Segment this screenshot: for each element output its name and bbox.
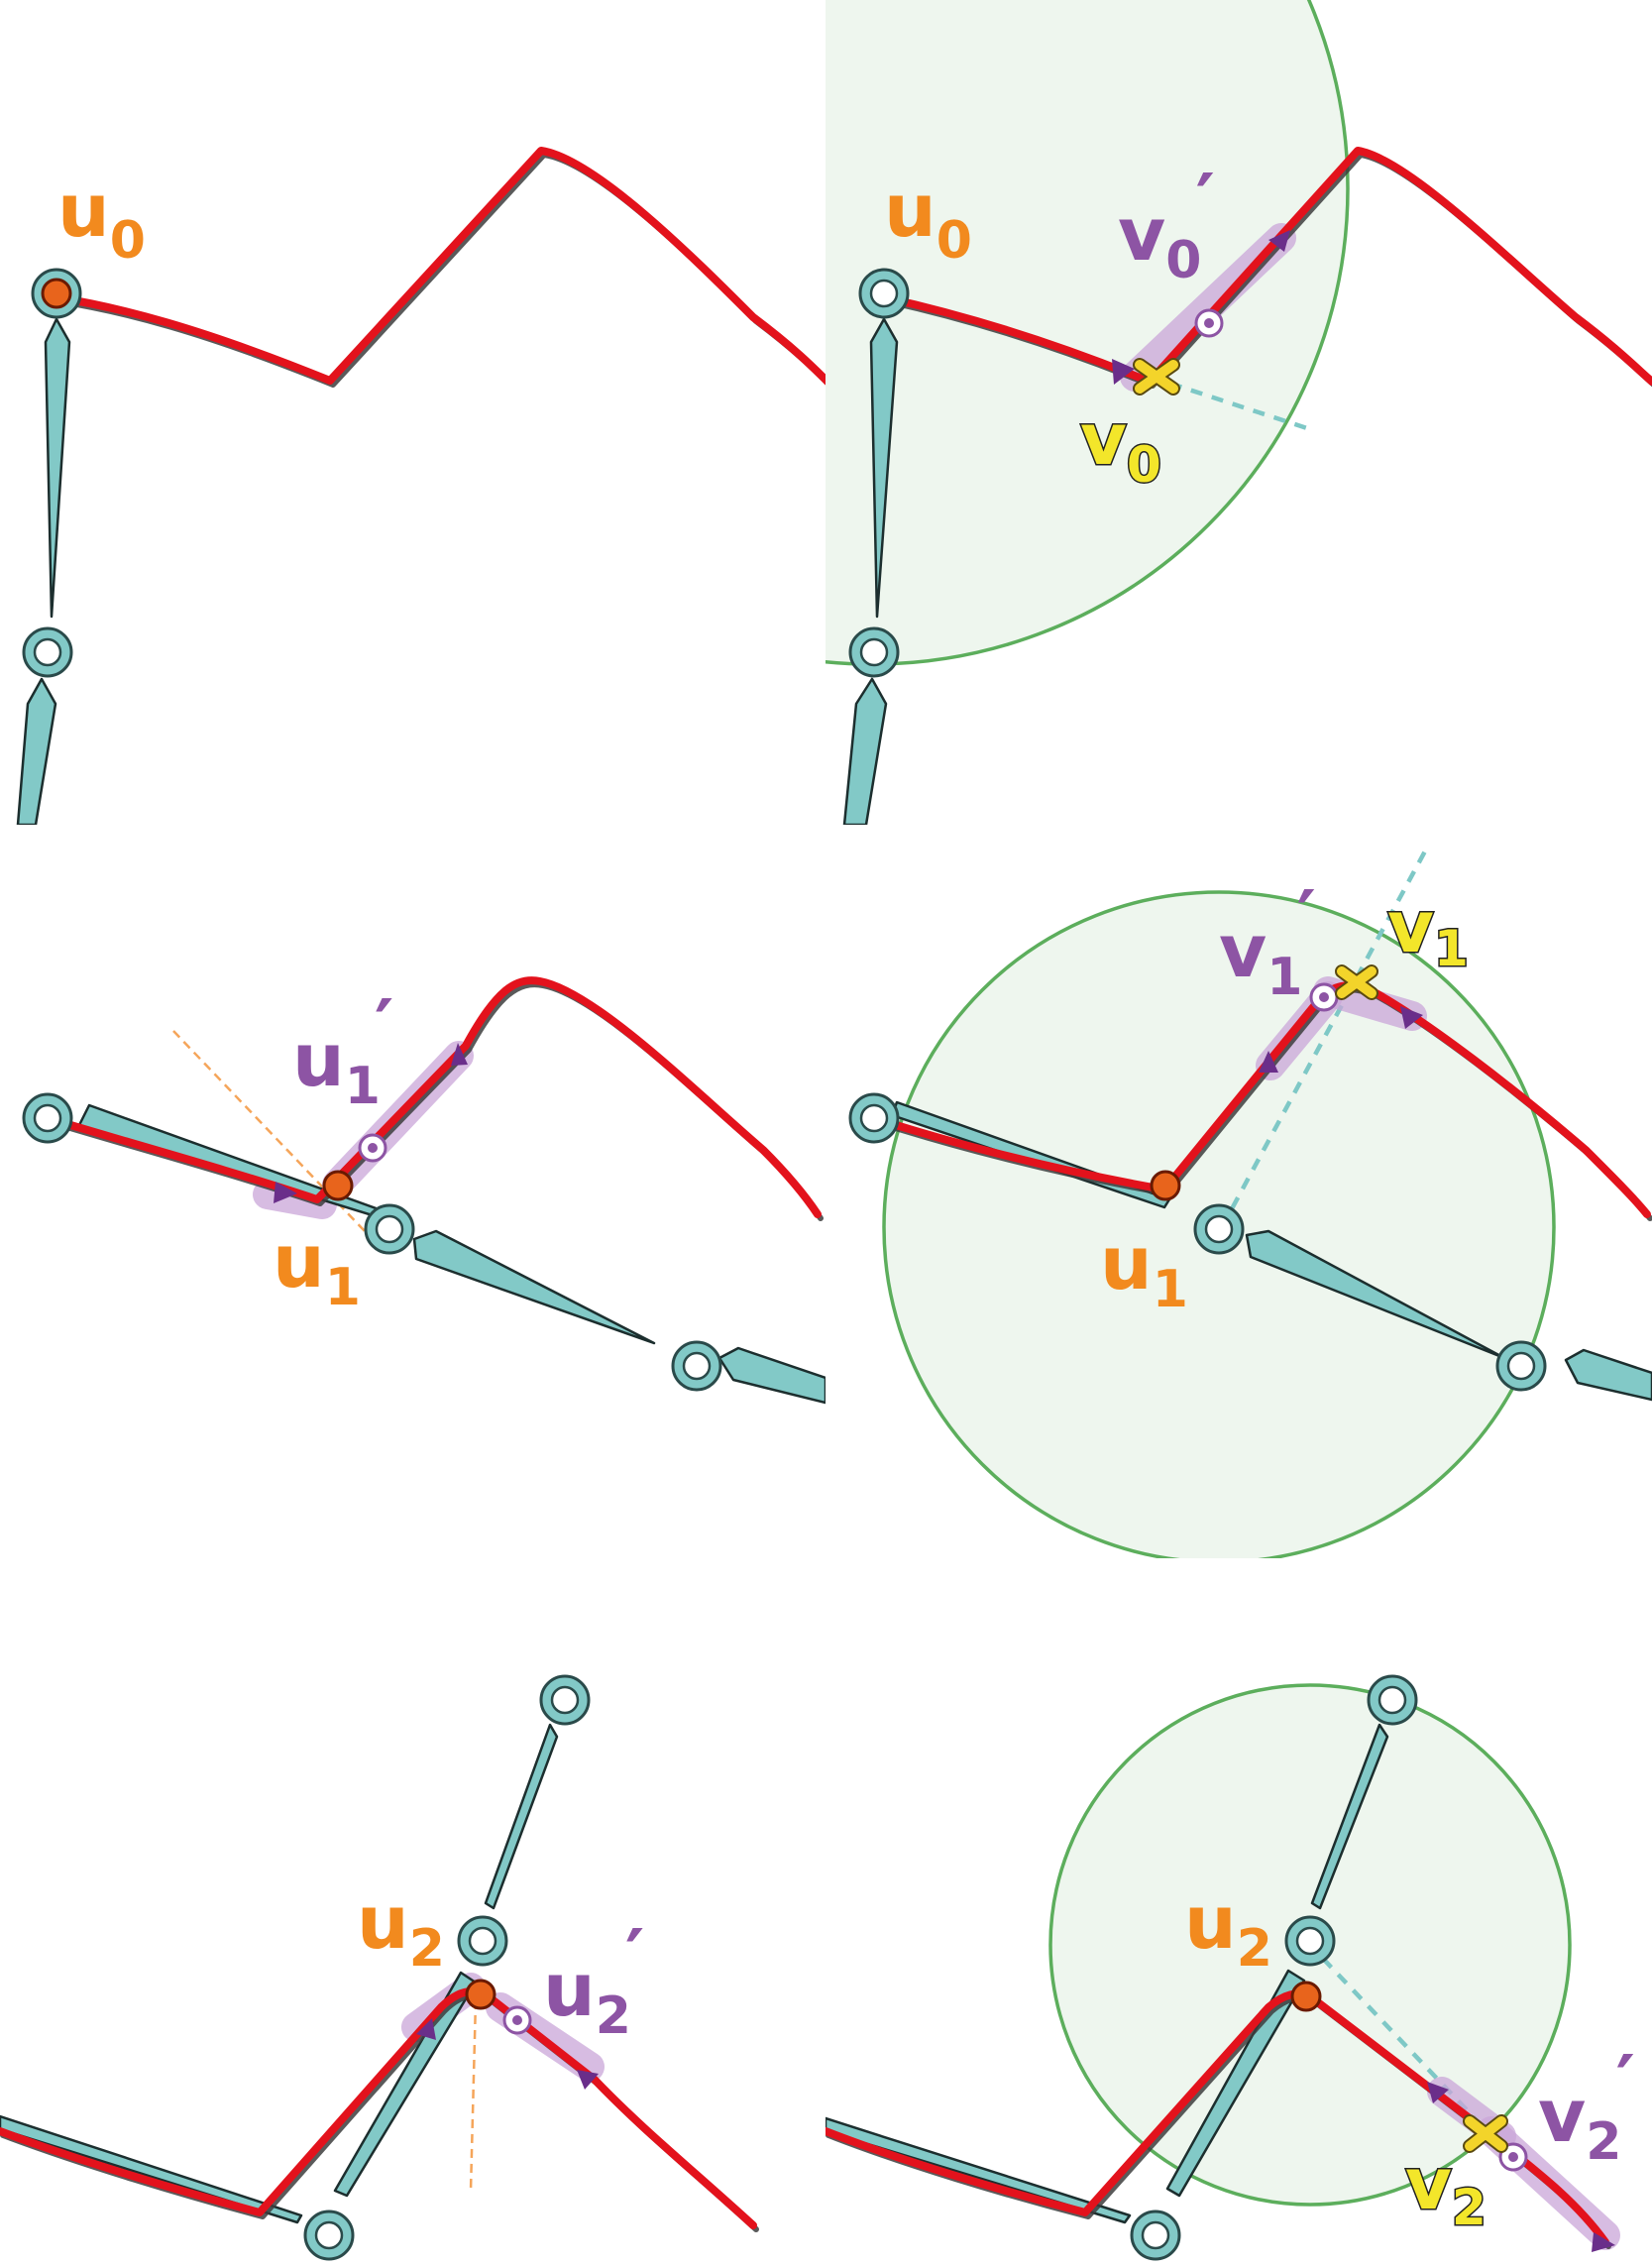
joint-center — [1377, 1685, 1407, 1715]
segment-arrow — [1268, 230, 1290, 252]
label-v0: v0 — [1080, 397, 1161, 494]
label-v0-prime: v0′ — [1118, 159, 1215, 290]
panel-middle-right: v1′ v1 u1 — [848, 846, 1652, 1558]
bone — [1564, 1348, 1652, 1402]
joint-center — [314, 2220, 344, 2250]
bone — [842, 677, 888, 825]
segment-arrow — [577, 2070, 599, 2090]
curve — [880, 147, 1652, 386]
end-effector — [1290, 1981, 1322, 2012]
label-v1-prime: v1′ — [1219, 875, 1316, 1007]
label-u2: u2 — [1184, 1880, 1272, 1979]
closest-point-cross — [1133, 358, 1180, 396]
label-u0: u0 — [57, 169, 146, 271]
segment-arrow — [1592, 2232, 1615, 2252]
projection-line — [172, 1030, 387, 1255]
bone — [412, 1229, 656, 1345]
label-v1: v1 — [1387, 885, 1469, 977]
joint-center — [33, 1103, 62, 1133]
joint-center — [1506, 1351, 1536, 1381]
label-u2: u2 — [357, 1880, 445, 1979]
end-effector — [1150, 1170, 1181, 1201]
curve — [44, 976, 822, 1218]
segment-arrow — [416, 2018, 436, 2040]
bone — [484, 1723, 559, 1910]
label-u1: u1 — [1100, 1221, 1188, 1319]
label-v2: v2 — [1405, 2142, 1487, 2236]
segment-arrow — [1112, 359, 1135, 385]
closest-point-cross — [1335, 964, 1378, 1000]
joint-center — [33, 637, 62, 667]
joint-center — [869, 279, 899, 308]
bone — [1310, 1723, 1389, 1910]
joint-center — [859, 637, 889, 667]
projection-line — [1220, 846, 1429, 1229]
joint-center — [1204, 1214, 1234, 1244]
joint-center — [859, 1103, 889, 1133]
panel-middle-left: u1′ u1 — [22, 976, 826, 1405]
joint-center — [468, 1926, 497, 1956]
bone — [869, 317, 899, 619]
joint-center — [550, 1685, 580, 1715]
bone — [333, 1971, 478, 2198]
label-u1-prime: u1′ — [292, 984, 393, 1116]
panel-top-left: u0 — [16, 147, 826, 825]
label-u0: u0 — [884, 169, 972, 271]
curve — [53, 147, 826, 386]
bone — [717, 1346, 826, 1405]
segment-arrow — [1259, 1051, 1278, 1073]
segment-arrow — [274, 1182, 297, 1203]
end-effector — [465, 1979, 496, 2010]
end-effector — [41, 278, 72, 309]
joint-center — [1295, 1926, 1325, 1956]
label-v2-prime: v2′ — [1538, 2040, 1635, 2172]
panel-top-right: u0 v0′ v0 — [826, 0, 1652, 825]
segment-arrow — [1400, 1006, 1423, 1029]
projection-line — [469, 1999, 478, 2192]
bone — [826, 2116, 1132, 2224]
label-u2-prime: u2′ — [543, 1914, 644, 2046]
bone — [1165, 1969, 1306, 2198]
label-u1: u1 — [273, 1219, 361, 1317]
curve — [826, 1989, 1609, 2246]
panel-bottom-right: u2 v2′ v2 — [826, 1674, 1635, 2261]
joint-center — [1141, 2220, 1170, 2250]
bone — [0, 2114, 303, 2224]
bone — [16, 677, 57, 825]
joint-center — [682, 1351, 712, 1381]
end-effector — [322, 1170, 354, 1201]
segment-arrow — [1427, 2082, 1449, 2103]
closest-point-cross — [1463, 2114, 1508, 2153]
panel-bottom-left: u2 u2′ — [0, 1674, 759, 2261]
bone — [44, 317, 71, 619]
joint-center — [375, 1214, 404, 1244]
segment-arrow — [451, 1043, 468, 1066]
curve — [0, 1986, 757, 2229]
